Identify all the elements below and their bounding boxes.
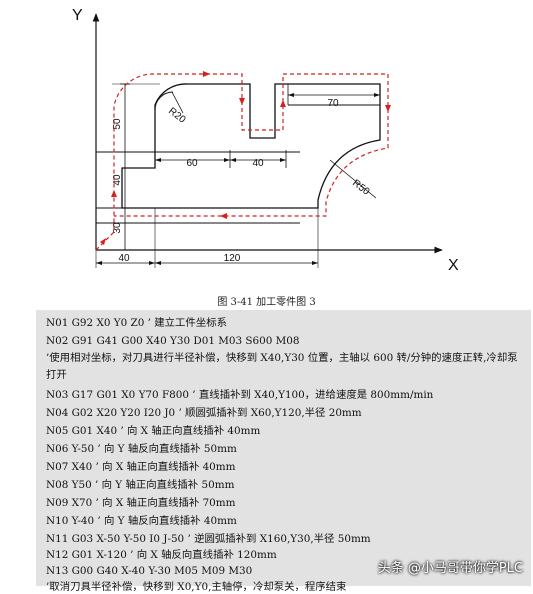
dim-label-40-mid: 40: [252, 158, 264, 169]
r20-leader: [171, 91, 184, 114]
code-line: N09 X70 ’ 向 X 轴正向直线插补 70mm: [46, 497, 236, 509]
code-line: N04 G02 X20 Y20 I20 J0 ’ 顺圆弧插补到 X60,Y120…: [46, 407, 362, 419]
path-arrow-1: [203, 71, 210, 77]
program-listing: N01 G92 X0 Y0 Z0 ’ 建立工件坐标系 N02 G91 G41 G…: [36, 310, 531, 593]
dim-label-b120: 120: [224, 253, 241, 264]
path-arrow-5: [220, 213, 227, 219]
dim-label-r20: R20: [166, 106, 188, 126]
tool-path: [95, 73, 389, 251]
dim-label-60: 60: [186, 158, 198, 169]
part-drawing: Y X 50 40 30 60 40 70 40 120 R20: [72, 7, 459, 274]
part-outline: [121, 83, 381, 209]
code-line: N08 Y50 ’ 向 Y 轴正向直线插补 50mm: [46, 479, 235, 491]
code-line: N10 Y-40 ’ 向 Y 轴反向直线插补 40mm: [46, 515, 237, 527]
code-line: N07 X40 ’ 向 X 轴正向直线插补 40mm: [46, 461, 236, 473]
path-arrow-2: [239, 98, 245, 105]
path-arrow-6: [111, 190, 117, 197]
code-line: N12 G01 X-120 ’ 向 X 轴反向直线插补 120mm: [46, 549, 277, 561]
path-arrow-3: [280, 100, 286, 107]
dim-label-v40: 40: [112, 174, 123, 186]
dim-label-v50: 50: [112, 118, 123, 130]
dim-label-v30: 30: [112, 222, 123, 234]
code-line: N13 G00 G40 X-40 Y-30 M05 M09 M30: [46, 565, 253, 577]
code-line: N11 G03 X-50 Y-50 I0 J-50 ’ 逆圆弧插补到 X160,…: [46, 533, 371, 545]
path-arrow-4: [385, 105, 391, 112]
dim-label-r50: R50: [350, 178, 372, 198]
code-line: N06 Y-50 ’ 向 Y 轴反向直线插补 50mm: [46, 443, 237, 455]
r50-leader: [329, 159, 377, 199]
code-line: N03 G17 G01 X0 Y70 F800 ’ 直线插补到 X40,Y100…: [46, 389, 434, 401]
r20-inner-arc: [154, 91, 174, 168]
path-arrow-7: [100, 238, 106, 245]
code-line: ’取消刀具半径补偿，快移到 X0,Y0,主轴停，冷却泵关，程序结束: [46, 581, 347, 593]
code-line: N02 G91 G41 G00 X40 Y30 D01 M03 S600 M08: [46, 335, 300, 347]
dim-label-70: 70: [327, 98, 339, 109]
code-line: ’使用相对坐标，对刀具进行半径补偿，快移到 X40,Y30 位置，主轴以 600…: [46, 352, 518, 381]
code-line: N01 G92 X0 Y0 Z0 ’ 建立工件坐标系: [46, 317, 227, 329]
x-axis-label: X: [448, 257, 459, 274]
watermark: 头条 @小马哥带你学PLC: [377, 561, 523, 576]
y-axis-label: Y: [72, 7, 83, 24]
figure-caption: 图 3-41 加工零件图 3: [217, 297, 316, 308]
code-line: N05 G01 X40 ’ 向 X 轴正向直线插补 40mm: [46, 425, 261, 437]
dim-label-b40: 40: [118, 253, 130, 264]
